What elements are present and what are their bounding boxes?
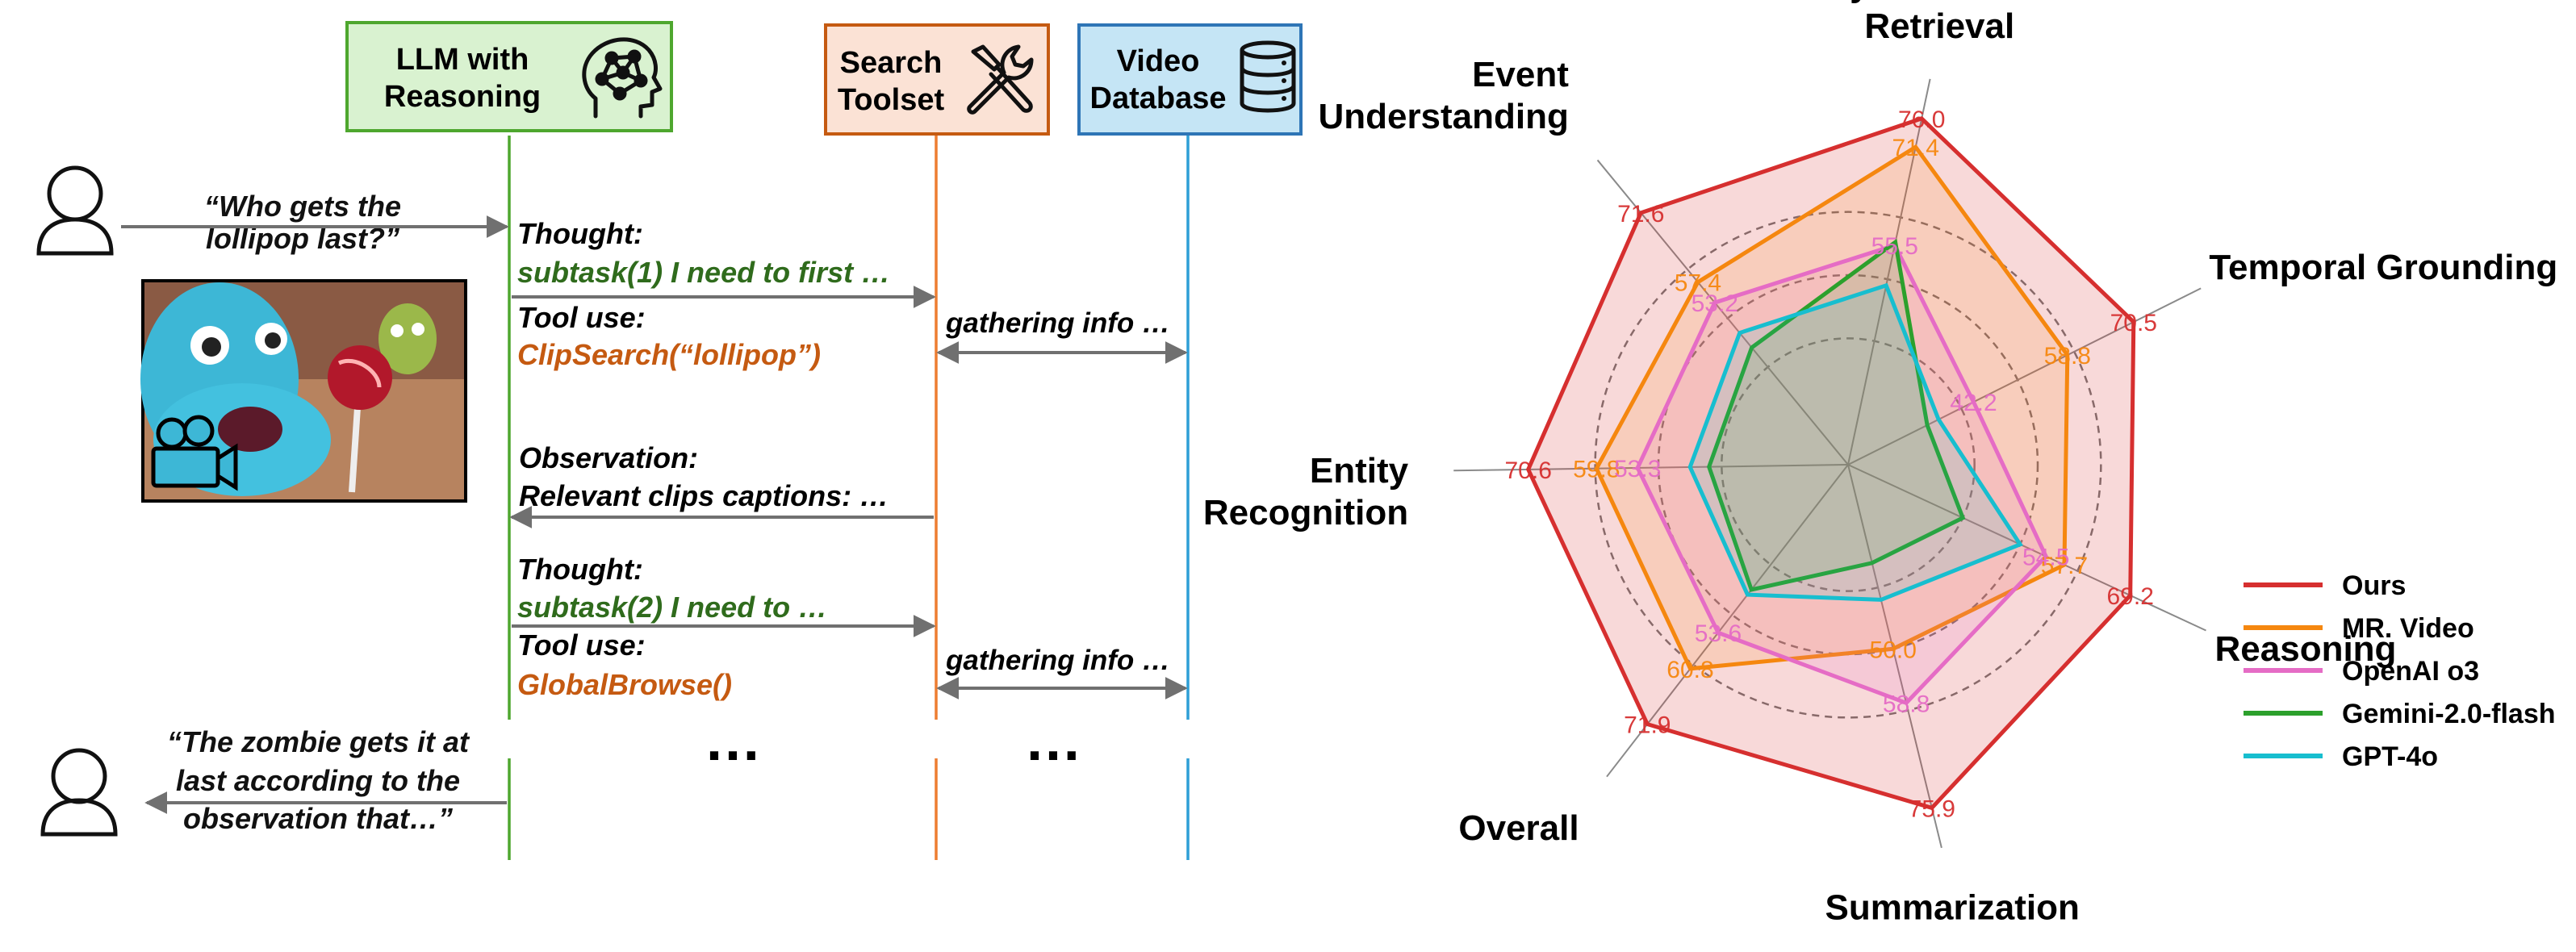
legend-label: OpenAI o3 [2342,656,2479,687]
legend-label: Gemini-2.0-flash [2342,699,2556,729]
sequence-diagram: LLM with Reasoning Search Toolset [36,21,1303,860]
answer-line2: last according to the [176,764,460,797]
axis-spoke [1596,159,1849,466]
data-label: 69.2 [2107,583,2154,610]
user-icon [36,165,114,256]
grid-ring [1721,337,1976,592]
data-label: 58.8 [1883,691,1930,717]
axis-spoke [1453,464,1849,472]
axis-label: Reasoning [2215,629,2397,669]
data-label: 50.0 [1870,637,1917,663]
axis-label: Overall [1458,808,1579,848]
question-line1: “Who gets the [204,190,401,223]
data-label: 59.8 [1573,457,1620,483]
llm-title-line1: LLM with [396,43,529,77]
legend-label: Ours [2342,570,2406,601]
ellipsis-left: … [704,708,762,773]
data-label: 58.8 [2044,343,2091,370]
axis-label: Temporal Grounding [2209,248,2557,287]
axis-label: Summarization [1825,888,2080,928]
axis-label: Key Information [1804,0,2075,4]
step1-tool-call: ClipSearch(“lollipop”) [517,338,821,371]
search-title-line2: Toolset [838,83,945,117]
series-ours-polygon [1525,116,2136,811]
axis-spoke [1847,78,1931,466]
step1-obs-text: Relevant clips captions: … [519,479,889,512]
step1-thought-label: Thought: [517,217,643,250]
legend-label: MR. Video [2342,613,2474,644]
db-title-line2: Database [1090,81,1227,115]
series-openai-o3-polygon [1635,242,2049,706]
axis-label: Recognition [1203,493,1408,532]
video-thumbnail [140,279,467,503]
radar-axis-labels: Key InformationRetrievalTemporal Groundi… [1203,0,2557,928]
db-header-box: Video Database [1077,23,1303,136]
radar-chart: 76.0 70.5 69.2 75.9 71.9 70.6 71.6 71.4 58.8 57.7… [1203,0,2557,928]
step2-tool-label: Tool use: [517,628,646,662]
axis-spoke [1847,287,2202,466]
data-label: 70.6 [1505,457,1552,484]
user-icon [40,748,118,837]
data-label: 76.0 [1898,106,1945,133]
answer-line1: “The zombie gets it at [167,725,470,758]
data-label: 57.7 [2041,553,2088,579]
db-title-line1: Video [1117,44,1200,78]
step2-thought-label: Thought: [517,553,643,586]
data-label: 71.9 [1624,712,1671,739]
axis-spoke [1847,464,2206,632]
axis-label: Retrieval [1864,6,2014,46]
answer-line3: observation that…” [183,802,453,835]
radar-value-labels: 76.0 70.5 69.2 75.9 71.9 70.6 71.6 71.4 58.8 57.7… [1505,106,2157,823]
axis-spoke [1847,464,1942,849]
axis-label: Event [1472,55,1569,94]
axis-label: Understanding [1318,97,1568,136]
wrench-screwdriver-icon [967,44,1034,115]
data-label: 54.5 [2022,545,2069,571]
step2-tool-call: GlobalBrowse() [517,668,732,701]
data-label: 42.2 [1950,390,1997,416]
data-label: 55.5 [1871,233,1918,260]
grid-ring [1594,211,2102,719]
data-label: 53.3 [1614,456,1661,482]
data-label: 53.6 [1695,620,1742,647]
series-gpt-4o-polygon [1687,282,2023,602]
ellipsis-right: … [1024,708,1082,773]
search-header-box: Search Toolset [824,23,1050,136]
data-label: 70.5 [2110,310,2157,336]
data-label: 71.4 [1892,135,1939,161]
step2-gather-text: gathering info … [945,645,1170,676]
series-gemini-2-0-flash-polygon [1707,238,1966,592]
step1-thought-text: subtask(1) I need to first … [517,256,890,289]
data-label: 57.4 [1675,270,1721,297]
llm-header-box: LLM with Reasoning [345,21,673,132]
step1-tool-label: Tool use: [517,301,646,334]
brain-network-icon [582,37,663,119]
step1-gather-text: gathering info … [945,307,1170,339]
database-icon [1240,40,1296,113]
axis-label: Entity [1310,451,1409,491]
data-label: 53.2 [1692,290,1738,317]
data-label: 60.8 [1666,657,1713,683]
step2-thought-text: subtask(2) I need to … [517,591,827,624]
search-title-line1: Search [840,46,943,80]
video-camera-icon [151,415,238,491]
data-label: 75.9 [1909,795,1955,822]
radar-series [1525,116,2136,811]
llm-title-line2: Reasoning [384,80,541,114]
data-label: 71.6 [1617,201,1664,228]
legend-label: GPT-4o [2342,741,2438,772]
step1-obs-label: Observation: [519,441,698,474]
